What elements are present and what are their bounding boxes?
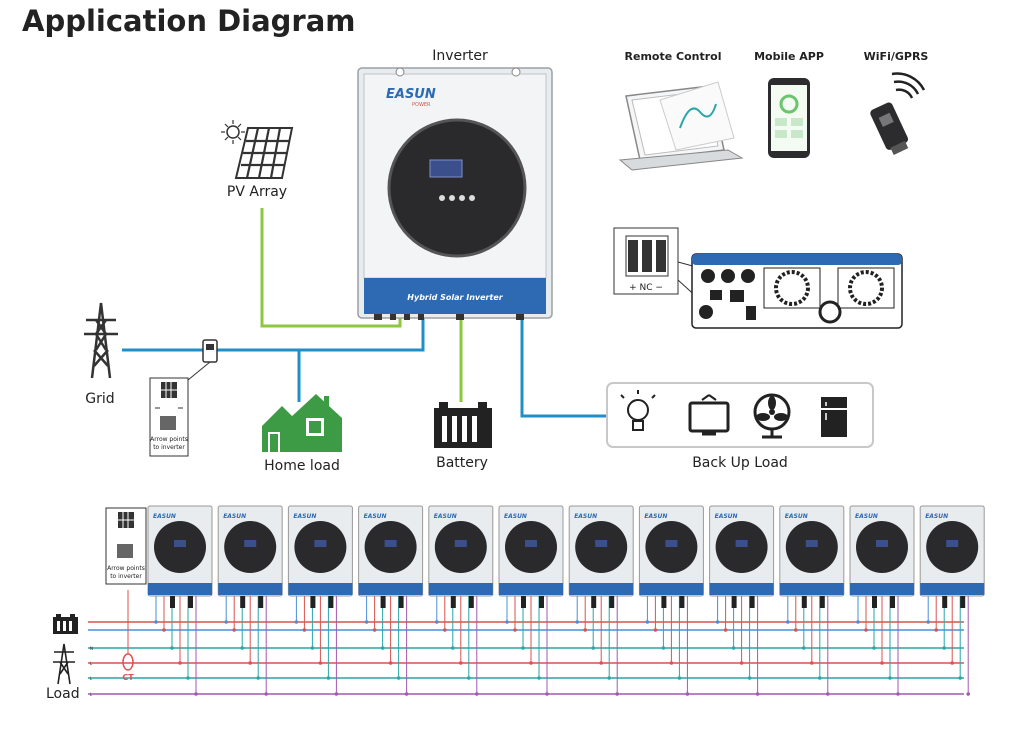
light-bulb-icon (620, 390, 656, 431)
parallel-unit-brand: EASUN (223, 513, 246, 520)
parallel-inverter-unit: EASUN (568, 505, 634, 696)
parallel-ct-note-line2: to inverter (110, 573, 142, 580)
sun-icon (221, 120, 245, 144)
backup-load-box (606, 382, 874, 448)
parallel-ct-card: Arrow points to inverter (105, 507, 147, 585)
parallel-unit-brand: EASUN (644, 513, 667, 520)
remote-control-label: Remote Control (624, 50, 722, 63)
home-load-icon (262, 394, 342, 452)
load-label: Load (46, 686, 80, 702)
inverter-lcd (429, 159, 463, 178)
parallel-inverter-unit: EASUN (638, 505, 704, 696)
parallel-inverter-unit: EASUN (919, 505, 985, 696)
back-up-load-label: Back Up Load (692, 455, 788, 471)
parallel-unit-brand: EASUN (434, 513, 457, 520)
grid-label: Grid (85, 391, 115, 407)
inverter-unit: EASUN POWER Hybrid Solar Inverter (357, 67, 553, 320)
parallel-inverter-unit: EASUN (849, 505, 915, 696)
inverter-brand: EASUN (386, 87, 436, 102)
parallel-battery-icon (53, 614, 78, 634)
parallel-unit-brand: EASUN (293, 513, 316, 520)
fan-icon (753, 393, 791, 439)
parallel-unit-brand: EASUN (504, 513, 527, 520)
fan-grille-left (763, 267, 821, 309)
pv-array-label: PV Array (226, 184, 288, 200)
bus-marker: L (90, 661, 93, 666)
parallel-inverter-unit: EASUN (217, 505, 283, 696)
phone-icon (768, 78, 810, 158)
backup-connection-line (520, 318, 607, 418)
refrigerator-icon (821, 397, 847, 437)
parallel-inverter-unit: EASUN (498, 505, 564, 696)
bus-marker: L (90, 676, 93, 681)
parallel-grid-tower-icon (53, 643, 75, 685)
parallel-unit-brand: EASUN (364, 513, 387, 520)
bus-marker: L (90, 692, 93, 697)
grid-connection-line (122, 316, 425, 402)
wifi-dongle-icon (870, 72, 926, 155)
parallel-unit-brand: EASUN (715, 513, 738, 520)
parallel-inverter-unit: EASUN (428, 505, 494, 696)
ct-note-line2: to inverter (153, 444, 185, 451)
laptop-icon (618, 81, 744, 171)
parallel-inverter-unit: EASUN (147, 505, 213, 696)
inverter-display-dial (387, 118, 527, 258)
parallel-system: N L L L EASUN EASUN EASUN EASUN EASUN EASUN EASUN E… (88, 505, 985, 697)
page-title: Application Diagram (22, 4, 356, 38)
grid-tower-icon (84, 302, 118, 379)
parallel-ct-note-line1: Arrow points (107, 565, 145, 572)
breaker-detail: + NC − (613, 227, 701, 301)
parallel-inverter-unit: EASUN (709, 505, 775, 696)
parallel-unit-brand: EASUN (153, 513, 176, 520)
ct-breaker-card: Arrow points to inverter (149, 377, 189, 457)
ct-clamp-icon (187, 339, 218, 381)
mobile-app-label: Mobile APP (754, 50, 824, 63)
battery-icon (434, 402, 492, 448)
ct-note-line1: Arrow points (150, 436, 188, 443)
pv-connection-line (260, 208, 402, 328)
fan-grille-right (837, 267, 895, 309)
parallel-unit-brand: EASUN (785, 513, 808, 520)
parallel-inverter-unit: EASUN (358, 505, 424, 696)
wifi-gprs-label: WiFi/GPRS (863, 50, 929, 63)
parallel-unit-brand: EASUN (574, 513, 597, 520)
tv-icon (688, 394, 730, 436)
home-load-label: Home load (264, 458, 340, 474)
inverter-brand-sub: POWER (412, 102, 431, 108)
parallel-inverter-unit: EASUN (779, 505, 845, 696)
parallel-unit-brand: EASUN (925, 513, 948, 520)
inverter-model-label: Hybrid Solar Inverter (407, 293, 503, 302)
ct-label: CT (122, 673, 134, 682)
inverter-label: Inverter (432, 48, 488, 64)
pv-array-icon (221, 120, 294, 179)
parallel-inverter-unit: EASUN (287, 505, 353, 696)
battery-label: Battery (436, 455, 488, 471)
parallel-unit-brand: EASUN (855, 513, 878, 520)
breaker-label: + NC − (629, 283, 663, 293)
ct-sensor-icon: CT (122, 590, 134, 682)
bus-marker: N (90, 646, 93, 651)
inverter-bottom-view (691, 253, 903, 329)
